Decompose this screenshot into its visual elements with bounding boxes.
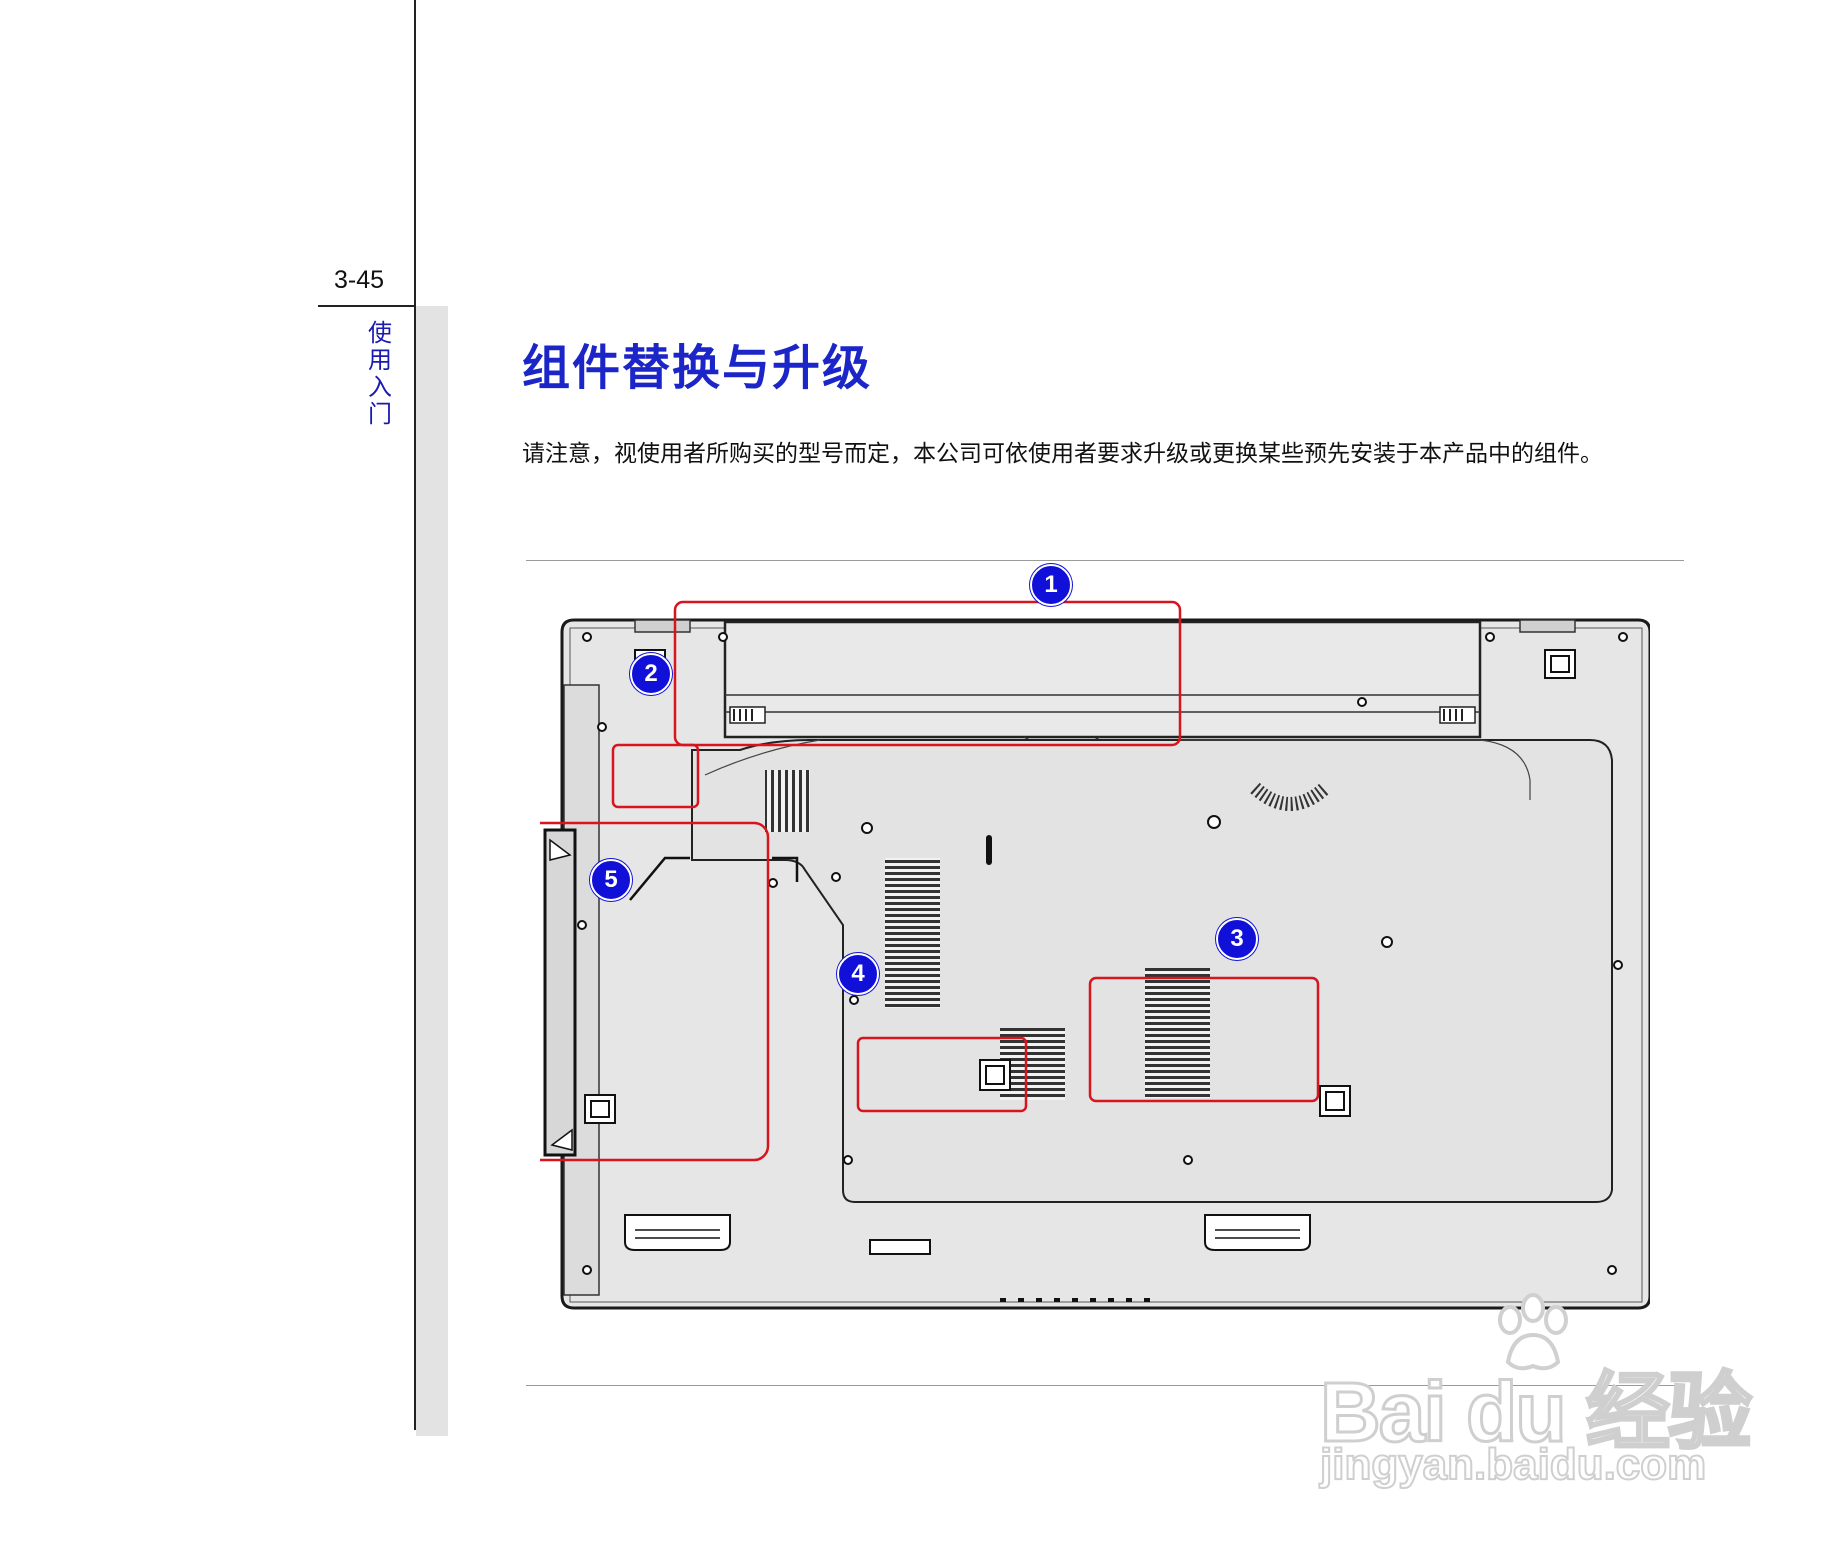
baidu-watermark: Bai du 经验 jingyan.baidu.com	[1318, 1290, 1760, 1490]
callout-3-label: 3	[1230, 925, 1244, 952]
callout-5: 5	[590, 859, 632, 901]
callout-3: 3	[1216, 918, 1258, 960]
watermark-url: jingyan.baidu.com	[1319, 1439, 1707, 1490]
page-number: 3-45	[334, 266, 385, 294]
cmos-highlight	[856, 1036, 1028, 1113]
callout-1: 1	[1030, 564, 1072, 606]
hdd-highlight	[540, 821, 770, 1162]
thermal-highlight	[611, 743, 700, 809]
callout-5-label: 5	[604, 866, 618, 893]
callout-2: 2	[630, 653, 672, 695]
battery-highlight	[673, 600, 1182, 747]
callout-1-label: 1	[1044, 571, 1058, 598]
page-number-rule	[318, 305, 416, 307]
callout-4: 4	[837, 953, 879, 995]
section-side-label: 使用入门	[368, 319, 392, 428]
intro-paragraph: 请注意，视使用者所购买的型号而定，本公司可依使用者要求升级或更换某些预先安装于本…	[522, 441, 1603, 467]
wireless-highlight	[1088, 976, 1320, 1103]
page-margin-line	[414, 0, 416, 1430]
margin-gray-strip	[416, 306, 448, 1436]
paw-logo-icon	[1498, 1293, 1568, 1371]
laptop-bottom-diagram: 1 2 3 4 5	[540, 564, 1650, 1320]
callout-4-label: 4	[851, 960, 865, 987]
divider-bottom	[526, 1385, 1684, 1386]
divider-top	[526, 560, 1684, 561]
page-title: 组件替换与升级	[522, 340, 873, 396]
optical-drive	[543, 828, 577, 1157]
battery-pack	[723, 620, 1482, 739]
callout-2-label: 2	[644, 660, 658, 687]
watermark-brand: Bai du 经验	[1318, 1364, 1753, 1461]
